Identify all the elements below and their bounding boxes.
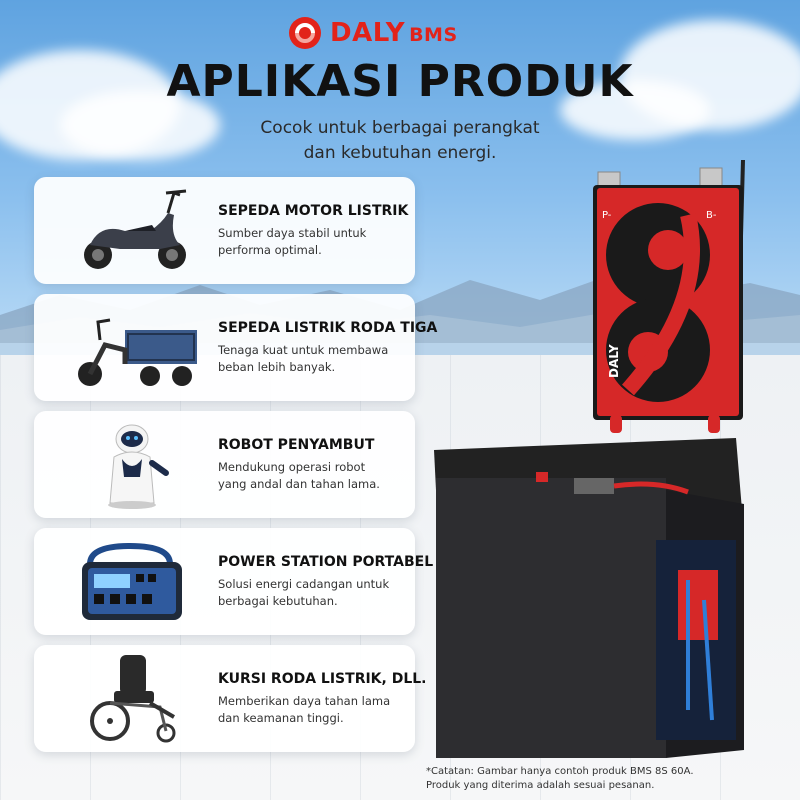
portable-power-station-icon	[82, 542, 182, 620]
daly-logo-icon	[289, 17, 321, 49]
application-card-list: SEPEDA MOTOR LISTRIK Sumber daya stabil …	[34, 177, 438, 762]
card-title: KURSI RODA LISTRIK, DLL.	[218, 671, 427, 687]
card-portable-power-station: POWER STATION PORTABEL Solusi energi cad…	[34, 528, 434, 635]
card-description: Memberikan daya tahan lama dan keamanan …	[218, 694, 391, 725]
electric-scooter-icon	[84, 189, 187, 269]
card-title: SEPEDA LISTRIK RODA TIGA	[218, 320, 438, 336]
battery-pack-image	[434, 438, 744, 758]
card-title: SEPEDA MOTOR LISTRIK	[218, 203, 409, 219]
page-title: APLIKASI PRODUK	[166, 56, 634, 107]
card-electric-scooter: SEPEDA MOTOR LISTRIK Sumber daya stabil …	[34, 177, 415, 284]
cloud	[560, 80, 710, 140]
card-description: Tenaga kuat untuk membawa beban lebih ba…	[218, 343, 389, 374]
bms-board-image: P- B- DALY	[593, 160, 745, 433]
electric-tricycle-icon	[78, 318, 197, 386]
card-reception-robot: ROBOT PENYAMBUT Mendukung operasi robot …	[34, 411, 415, 518]
bms-pos-label: P-	[602, 210, 612, 221]
card-electric-tricycle: SEPEDA LISTRIK RODA TIGA Tenaga kuat unt…	[34, 294, 438, 401]
card-electric-wheelchair: KURSI RODA LISTRIK, DLL. Memberikan daya…	[34, 645, 427, 752]
bms-neg-label: B-	[706, 210, 717, 221]
card-description: Solusi energi cadangan untuk berbagai ke…	[218, 577, 390, 608]
page-subtitle: Cocok untuk berbagai perangkat dan kebut…	[260, 118, 540, 163]
card-title: POWER STATION PORTABEL	[218, 554, 434, 570]
card-title: ROBOT PENYAMBUT	[218, 437, 375, 453]
bms-brand-label: DALY	[607, 344, 621, 378]
electric-wheelchair-icon	[90, 655, 176, 743]
cloud	[60, 90, 220, 160]
card-description: Sumber daya stabil untuk performa optima…	[218, 226, 367, 257]
disclaimer-note: *Catatan: Gambar hanya contoh produk BMS…	[426, 766, 694, 791]
card-description: Mendukung operasi robot yang andal dan t…	[218, 460, 380, 491]
reception-robot-icon	[108, 424, 169, 509]
